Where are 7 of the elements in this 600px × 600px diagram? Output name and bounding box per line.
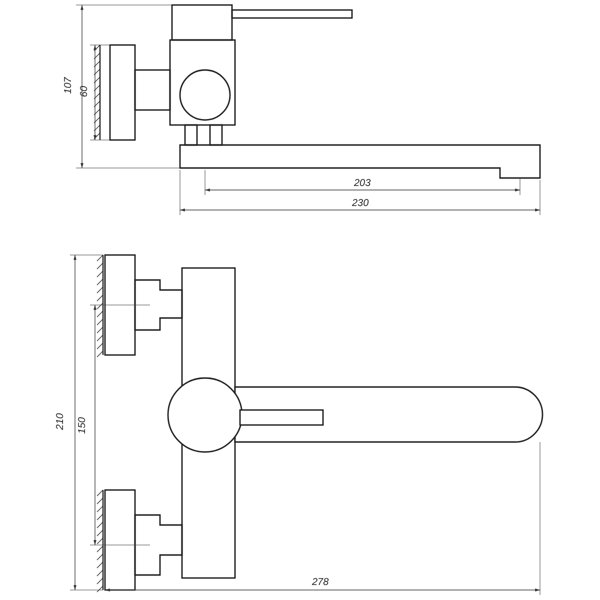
dimension-value: 278	[312, 577, 329, 588]
dimension-value: 60	[79, 86, 90, 98]
dimension-value: 107	[62, 77, 74, 94]
dimension-value: 230	[352, 198, 369, 209]
dimension-value: 150	[76, 417, 88, 434]
dimension-value: 203	[354, 178, 371, 189]
dimension-value: 210	[54, 413, 66, 430]
